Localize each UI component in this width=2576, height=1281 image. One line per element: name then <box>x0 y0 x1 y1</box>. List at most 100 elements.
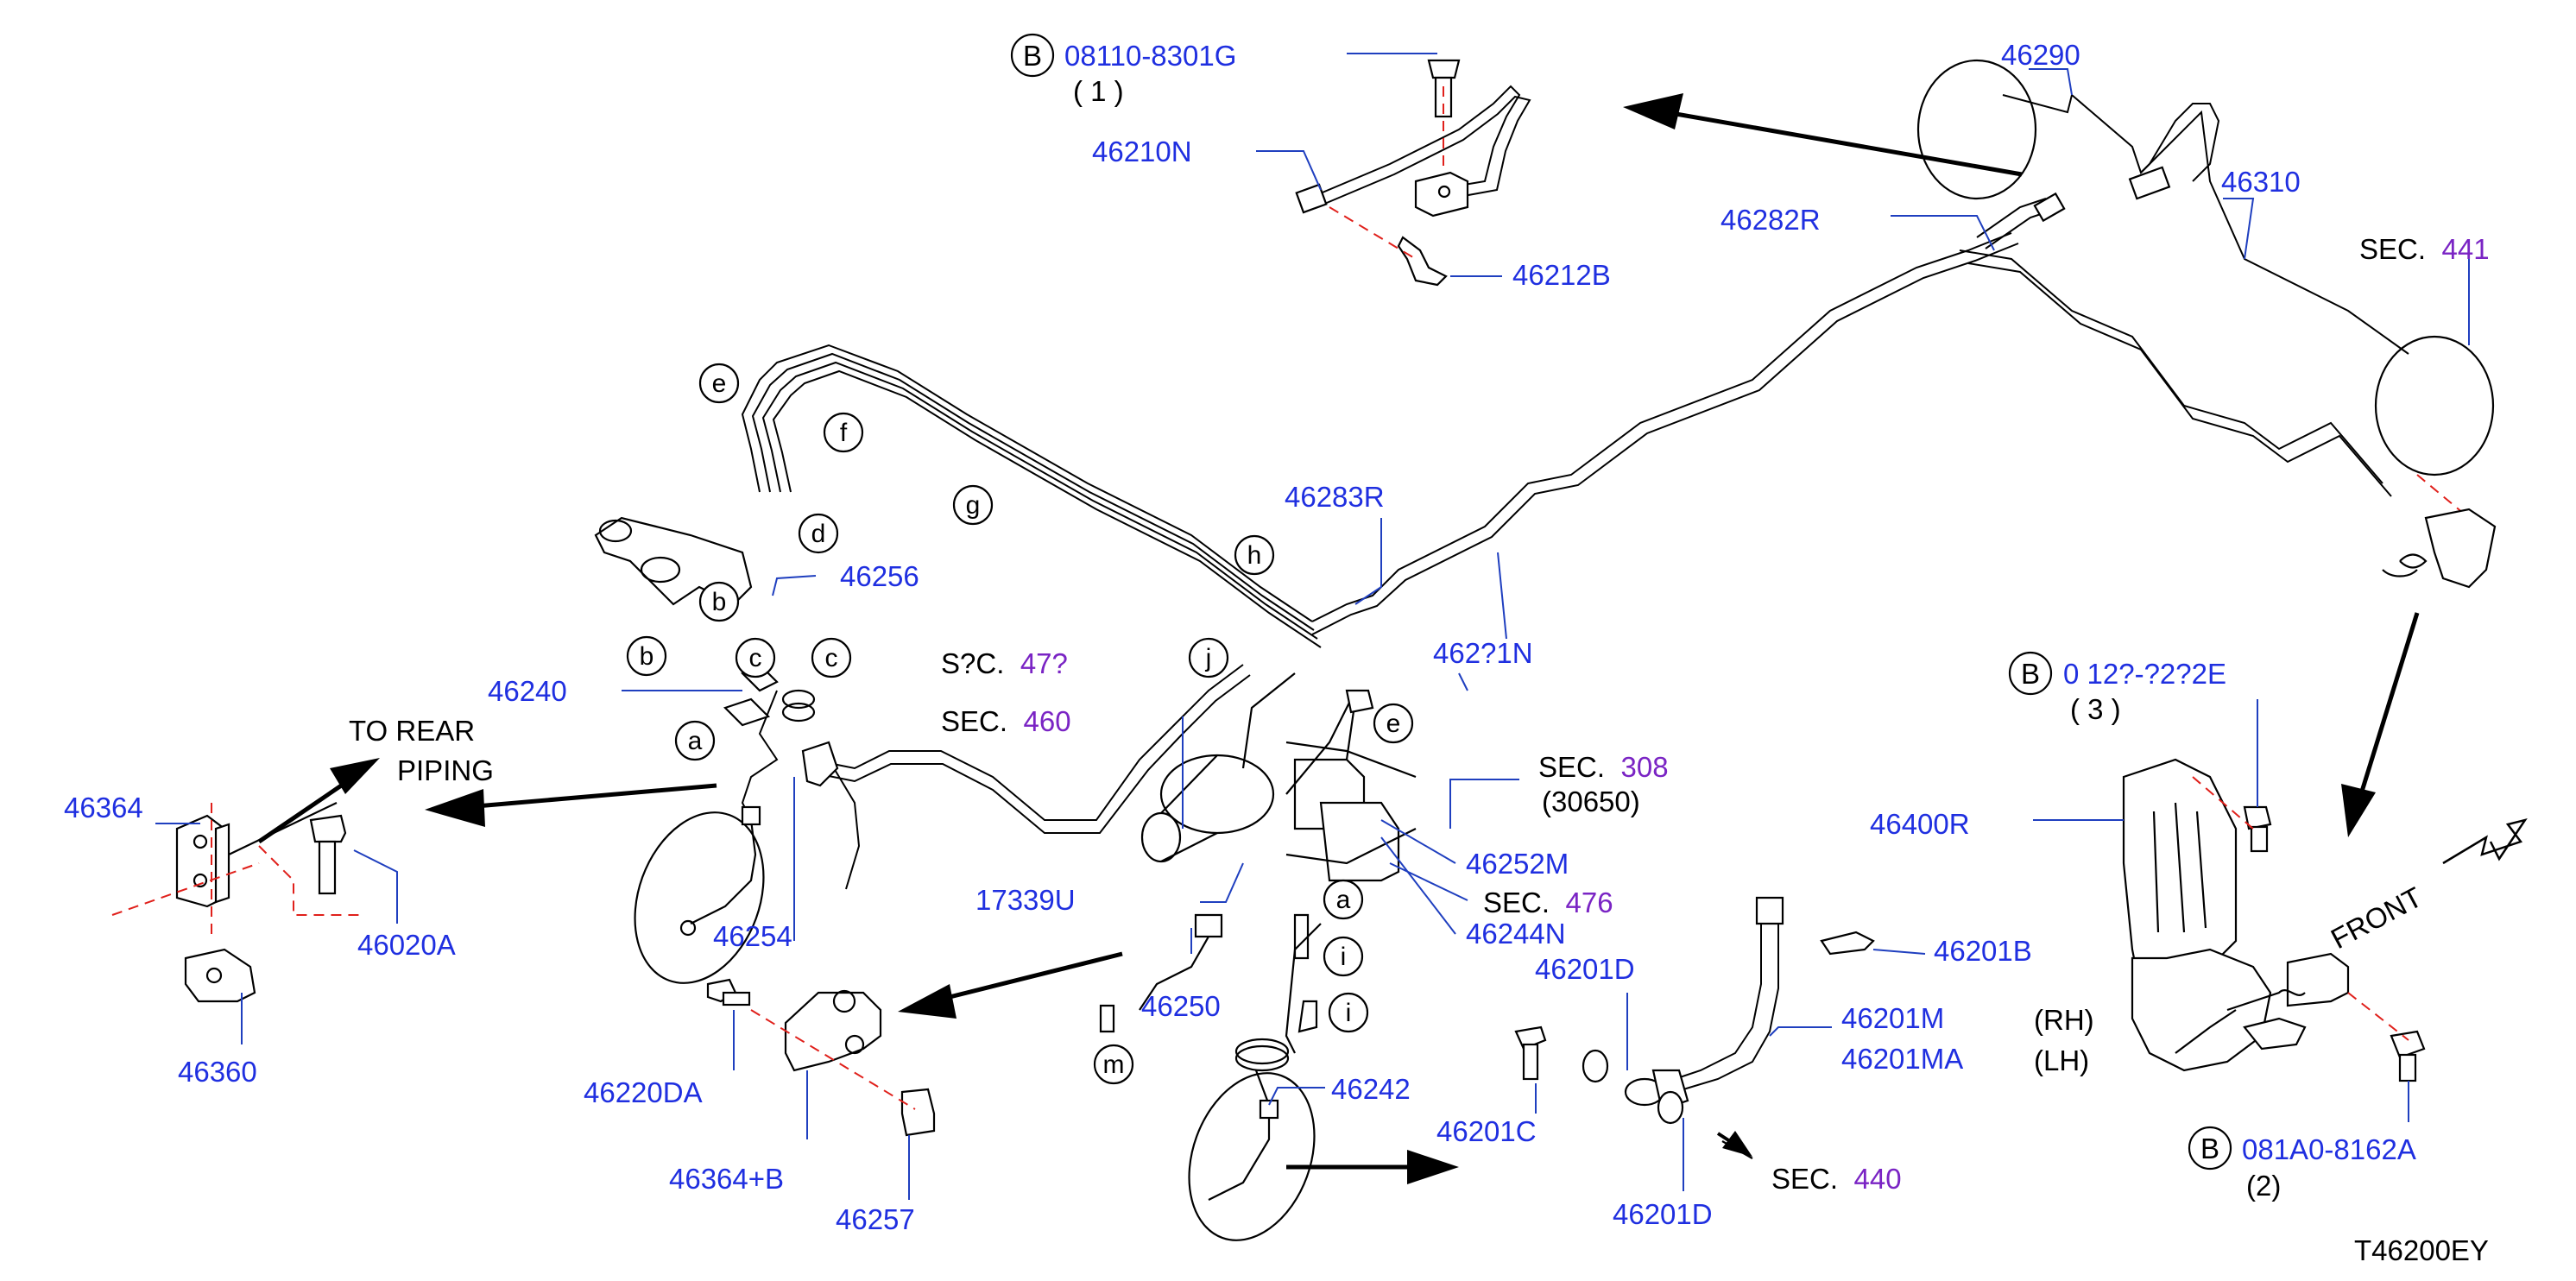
clip-callout-c2 <box>811 637 852 678</box>
bolt-marker-b3 <box>2188 1126 2232 1171</box>
section-references: SEC. 441 S?C. 47? SEC. 460 SEC. 308 SEC.… <box>941 233 2490 1195</box>
part-label-46201ma: 46201MA <box>1841 1043 1963 1075</box>
part-label-46212b: 46212B <box>1512 259 1611 291</box>
bolt-marker-b <box>1010 33 1055 78</box>
part-label-46210n: 46210N <box>1092 136 1192 167</box>
part-label-46400r: 46400R <box>1870 808 1970 840</box>
part-label-081a0-8162a: 081A0-8162A <box>2242 1133 2416 1165</box>
clip-callout-e-label: e <box>712 369 727 398</box>
clip-callout-a2 <box>1323 879 1364 920</box>
clip-callout-j-label: j <box>1205 644 1212 672</box>
part-label-46254: 46254 <box>713 920 792 952</box>
note-lh: (LH) <box>2034 1044 2089 1076</box>
part-label-46360: 46360 <box>178 1056 257 1088</box>
clip-callout-f-label: f <box>840 419 848 447</box>
part-label-46201m: 46201M <box>1841 1002 1944 1034</box>
clip-callout-b2 <box>626 635 667 677</box>
part-label-46310: 46310 <box>2221 166 2301 198</box>
clip-callouts: e f g d h b b c c j e a a i i m <box>626 363 1414 1085</box>
section-ref-470: S?C. 47? <box>941 647 1068 679</box>
section-ref-308: SEC. 308 <box>1538 751 1669 783</box>
part-label-46201d-lower: 46201D <box>1613 1198 1713 1230</box>
part-label-46020a: 46020A <box>357 929 456 961</box>
part-label-46201d-upper: 46201D <box>1535 953 1635 985</box>
clip-callout-i-label: i <box>1341 943 1347 971</box>
clip-callout-b <box>698 581 740 622</box>
clip-callout-e2 <box>1373 703 1414 744</box>
upper-pipe-assembly <box>1295 59 1531 287</box>
clip-callout-a <box>674 720 716 761</box>
quantity-labels: ( 1 ) ( 3 ) (2) <box>1073 75 2281 1202</box>
clip-callout-d <box>798 513 839 554</box>
clip-callout-m-label: m <box>1103 1051 1125 1079</box>
note-to-rear-line1: TO REAR <box>349 715 475 747</box>
part-label-46240: 46240 <box>488 675 567 707</box>
left-assembly <box>594 516 839 984</box>
clip-callout-i <box>1323 936 1364 977</box>
quantity-label-3: ( 3 ) <box>2070 693 2121 725</box>
part-label-46364: 46364 <box>64 792 143 824</box>
section-ref-460: SEC. 460 <box>941 705 1071 737</box>
section-ref-476: SEC. 476 <box>1483 887 1613 918</box>
section-ref-441: SEC. 441 <box>2359 233 2490 265</box>
clip-callout-h <box>1234 534 1275 576</box>
clip-callout-c <box>735 637 776 678</box>
clip-callout-e2-label: e <box>1386 710 1401 738</box>
part-labels: 08110-8301G 46210N 46212B 46290 46310 46… <box>64 39 2416 1235</box>
part-label-46282r: 46282R <box>1720 204 1821 236</box>
leader-lines <box>155 53 2470 1200</box>
bolt-marker-b-label: B <box>1023 40 1042 72</box>
clip-callout-f <box>823 412 864 453</box>
part-label-46201c: 46201C <box>1436 1115 1537 1147</box>
part-label-46281n: 462?1N <box>1433 637 1533 669</box>
note-to-rear-line2: PIPING <box>397 754 494 786</box>
brake-pipe-bundle <box>741 198 2392 890</box>
bolt-marker-b2-label: B <box>2021 658 2040 690</box>
part-label-46250: 46250 <box>1141 990 1221 1022</box>
bolt-marker-b2 <box>2008 651 2053 696</box>
part-label-46257: 46257 <box>836 1203 915 1235</box>
part-label-46244n: 46244N <box>1466 918 1566 950</box>
clip-callout-b2-label: b <box>640 642 654 671</box>
clip-callout-g <box>952 484 994 526</box>
note-rh: (RH) <box>2034 1004 2094 1036</box>
clip-callout-i2 <box>1328 992 1369 1033</box>
clip-callout-a-label: a <box>688 727 703 755</box>
part-label-46201b: 46201B <box>1934 935 2032 967</box>
clip-callout-e <box>698 363 740 404</box>
clip-callout-m <box>1093 1044 1134 1085</box>
clip-callout-c2-label: c <box>825 644 838 672</box>
clip-callout-d-label: d <box>811 520 826 548</box>
part-label-46283r: 46283R <box>1285 481 1385 513</box>
rear-assembly <box>1916 59 2497 589</box>
direction-arrows <box>257 93 2528 1184</box>
note-front: FRONT <box>2326 880 2428 955</box>
part-label-08110-8301g: 08110-8301G <box>1064 40 1236 72</box>
part-label-46290: 46290 <box>2001 39 2080 71</box>
hose-parts <box>1514 896 1875 1159</box>
clip-callout-g-label: g <box>966 491 981 520</box>
quantity-label-1: ( 1 ) <box>1073 75 1124 107</box>
center-assembly <box>1099 672 1417 1241</box>
drawing-id: T46200EY <box>2354 1234 2489 1266</box>
part-label-46364-b: 46364+B <box>669 1163 784 1195</box>
clip-callout-j <box>1188 637 1229 678</box>
part-label-46252m: 46252M <box>1466 848 1569 880</box>
bolt-markers: B B B <box>1010 33 2232 1171</box>
right-caliper-assembly <box>2122 758 2426 1082</box>
clip-callout-c-label: c <box>749 644 762 672</box>
clip-callout-i2-label: i <box>1346 999 1352 1027</box>
part-label-0812-bolt: 0 12?-?2?2E <box>2063 658 2226 690</box>
note-code-30650: (30650) <box>1542 786 1640 817</box>
part-label-46220da: 46220DA <box>584 1076 703 1108</box>
clip-callout-a2-label: a <box>1336 886 1351 914</box>
part-label-46256: 46256 <box>840 560 919 592</box>
lower-left-parts <box>111 802 936 1137</box>
section-ref-440: SEC. 440 <box>1771 1163 1902 1195</box>
clip-callout-b-label: b <box>712 588 727 616</box>
part-label-46242: 46242 <box>1331 1073 1411 1105</box>
clip-callout-h-label: h <box>1247 541 1262 570</box>
part-label-17339u: 17339U <box>975 884 1076 916</box>
quantity-label-2: (2) <box>2246 1170 2281 1202</box>
